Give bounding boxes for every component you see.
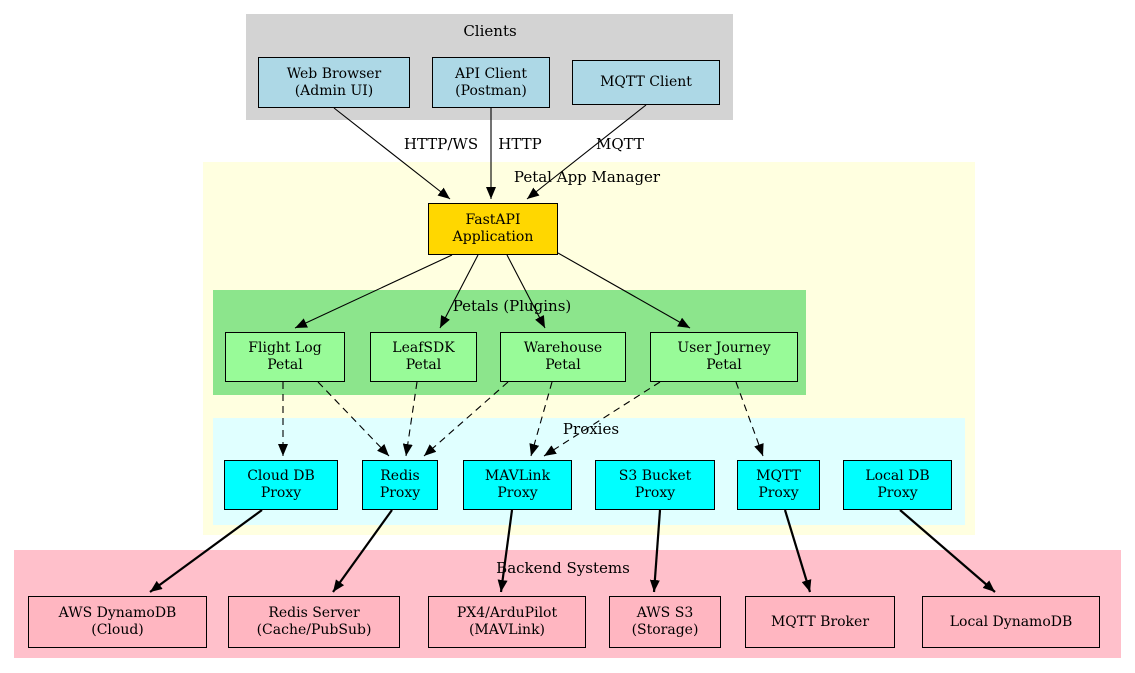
node-local-db-proxy: Local DB Proxy [843, 460, 952, 510]
node-local-dynamodb: Local DynamoDB [922, 596, 1100, 648]
node-web-browser: Web Browser (Admin UI) [258, 57, 410, 108]
node-s3-bucket-proxy: S3 Bucket Proxy [595, 460, 715, 510]
edge-s3-bucket-proxy-to-aws-s3 [649, 509, 662, 593]
edge-fastapi-application-to-leafsdk-petal [439, 254, 479, 329]
edge-fastapi-application-to-flight-log-petal [294, 254, 453, 329]
edge-label-mqtt: MQTT [596, 135, 644, 153]
edge-leafsdk-petal-to-redis-proxy [402, 381, 418, 457]
node-aws-s3: AWS S3 (Storage) [609, 596, 721, 648]
edge-fastapi-application-to-warehouse-petal [506, 254, 546, 329]
node-mqtt-broker: MQTT Broker [745, 596, 895, 648]
node-aws-dynamodb: AWS DynamoDB (Cloud) [28, 596, 207, 648]
node-mqtt-proxy: MQTT Proxy [737, 460, 820, 510]
node-redis-server: Redis Server (Cache/PubSub) [228, 596, 400, 648]
cluster-label-clients: Clients [463, 22, 517, 40]
edge-user-journey-petal-to-mqtt-proxy [735, 381, 764, 457]
edge-mqtt-proxy-to-mqtt-broker [783, 509, 812, 593]
cluster-label-petals: Petals (Plugins) [452, 297, 572, 315]
node-user-journey-petal: User Journey Petal [650, 332, 798, 382]
edge-redis-proxy-to-redis-server [332, 509, 393, 593]
edge-warehouse-petal-to-mavlink-proxy [529, 381, 553, 457]
node-redis-proxy: Redis Proxy [362, 460, 438, 510]
edge-flight-log-petal-to-redis-proxy [317, 381, 390, 457]
node-px4-ardupilot: PX4/ArduPilot (MAVLink) [428, 596, 586, 648]
node-warehouse-petal: Warehouse Petal [500, 332, 626, 382]
node-api-client: API Client (Postman) [432, 57, 550, 108]
edge-fastapi-application-to-user-journey-petal [557, 252, 691, 329]
node-leafsdk-petal: LeafSDK Petal [370, 332, 477, 382]
node-mavlink-proxy: MAVLink Proxy [463, 460, 572, 510]
node-mqtt-client: MQTT Client [572, 60, 720, 105]
node-cloud-db-proxy: Cloud DB Proxy [224, 460, 338, 510]
cluster-label-proxies: Proxies [562, 420, 620, 438]
edge-label-http-ws: HTTP/WS [403, 135, 479, 153]
edge-mavlink-proxy-to-px4-ardupilot [497, 509, 514, 593]
cluster-label-backend-systems: Backend Systems [496, 559, 630, 577]
edge-user-journey-petal-to-mavlink-proxy [543, 381, 661, 457]
edge-mqtt-client-to-fastapi-application [526, 104, 647, 200]
edge-label-http: HTTP [498, 135, 542, 153]
edge-local-db-proxy-to-local-dynamodb [899, 509, 996, 593]
cluster-proxies [213, 418, 965, 525]
edge-warehouse-petal-to-redis-proxy [423, 381, 509, 457]
edge-web-browser-to-fastapi-application [333, 107, 451, 200]
node-fastapi-application: FastAPI Application [428, 203, 558, 255]
node-flight-log-petal: Flight Log Petal [225, 332, 345, 382]
cluster-label-petal-app-manager: Petal App Manager [513, 168, 661, 186]
edge-cloud-db-proxy-to-aws-dynamodb [149, 509, 263, 593]
